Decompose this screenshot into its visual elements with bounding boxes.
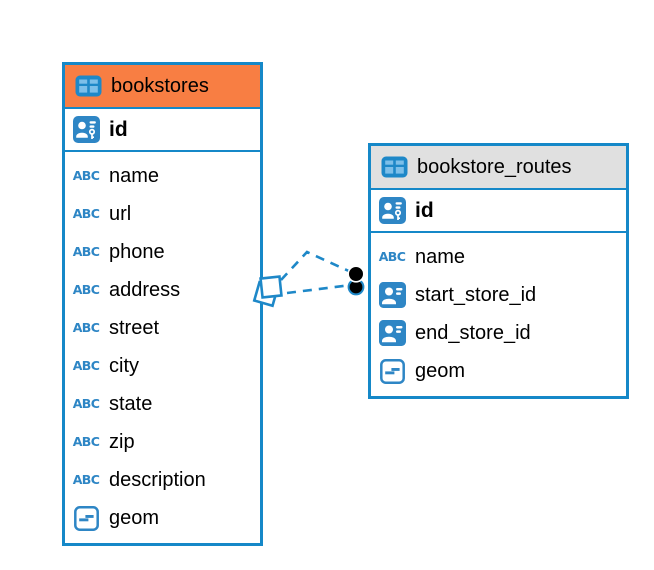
field-row: geom [376,352,621,390]
text-type-icon: ABC [72,395,100,411]
field-name: geom [109,506,160,529]
field-name: zip [109,430,135,453]
field-name: end_store_id [415,321,531,344]
field-name: id [415,198,434,222]
table-name: bookstore_routes [417,155,572,178]
field-name: description [109,468,206,491]
geometry-type-icon [376,358,408,384]
table-name: bookstores [111,74,209,97]
field-name: id [109,117,128,141]
field-row: geom [70,499,255,537]
primary-key-icon [376,197,408,224]
table-header[interactable]: bookstore_routes [371,146,626,190]
field-list: ABC name start_store_id [371,233,626,396]
relationship-line [280,250,352,281]
field-row: start_store_id [376,276,621,314]
text-type-icon: ABC [72,243,100,259]
text-type-icon: ABC [72,357,100,373]
primary-key-row: id [65,109,260,152]
table-header[interactable]: bookstores [65,65,260,109]
text-type-icon: ABC [72,167,100,183]
field-name: start_store_id [415,283,537,306]
field-row: ABC street [70,309,255,347]
field-row: ABC city [70,347,255,385]
text-type-icon: ABC [72,205,100,221]
text-type-icon: ABC [72,281,100,297]
field-row: ABC phone [70,233,255,271]
field-name: state [109,392,153,415]
text-type-icon: ABC [378,248,406,264]
table-bookstore-routes[interactable]: bookstore_routes id ABC name [368,143,629,399]
field-row: ABC state [70,385,255,423]
foreign-key-icon [376,282,408,308]
field-row: ABC name [376,238,621,276]
primary-key-row: id [371,190,626,233]
text-type-icon: ABC [72,471,100,487]
field-row: ABC name [70,157,255,195]
primary-key-icon [70,116,102,143]
key-end-marker [347,265,365,296]
table-bookstores[interactable]: bookstores id ABC name ABC url ABC p [62,62,263,546]
field-name: geom [415,359,466,382]
field-name: city [109,354,139,377]
relationship-connector[interactable] [252,250,365,308]
text-type-icon: ABC [72,319,100,335]
field-name: street [109,316,160,339]
field-name: name [109,164,160,187]
relationship-line [286,283,352,295]
field-name: address [109,278,181,301]
field-name: url [109,202,132,225]
geometry-type-icon [70,505,102,531]
field-row: ABC zip [70,423,255,461]
table-icon [72,75,104,97]
field-list: ABC name ABC url ABC phone ABC address A… [65,152,260,543]
field-row: ABC address [70,271,255,309]
field-row: end_store_id [376,314,621,352]
field-name: name [415,245,466,268]
field-row: ABC url [70,195,255,233]
text-type-icon: ABC [72,433,100,449]
foreign-key-icon [376,320,408,346]
field-name: phone [109,240,165,263]
table-icon [378,156,410,178]
field-row: ABC description [70,461,255,499]
